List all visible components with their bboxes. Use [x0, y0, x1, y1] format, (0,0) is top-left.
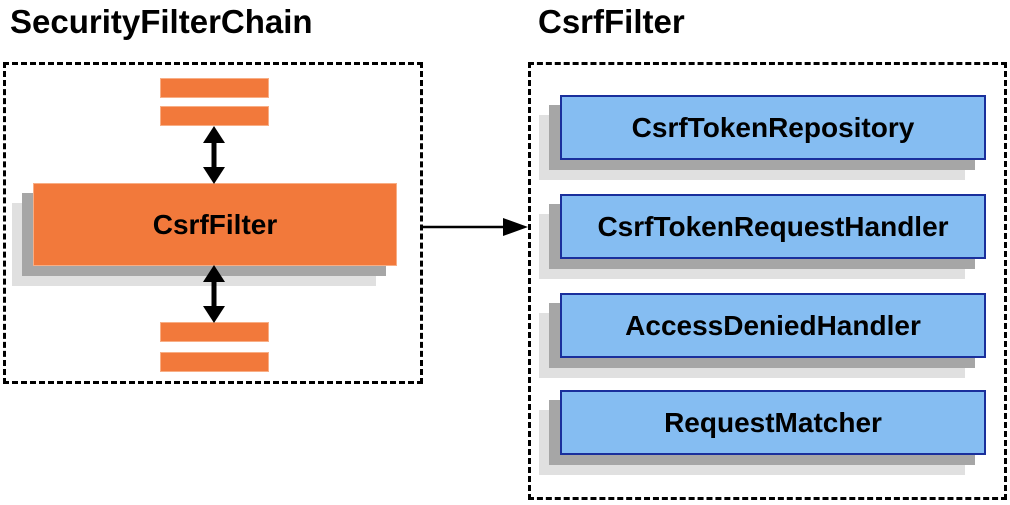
- component-node-label: AccessDeniedHandler: [625, 309, 921, 341]
- csrf-filter-node: CsrfFilter: [33, 183, 397, 266]
- filter-placeholder-bar-bottom-1: [160, 322, 269, 342]
- component-node-label: CsrfTokenRequestHandler: [597, 210, 949, 242]
- filter-placeholder-bar-top-2: [160, 106, 269, 126]
- security-filter-chain-panel: CsrfFilter: [3, 62, 423, 384]
- csrf-filter-title: CsrfFilter: [538, 3, 685, 40]
- security-filter-chain-title: SecurityFilterChain: [10, 3, 313, 40]
- component-node-access-denied-handler: AccessDeniedHandler: [560, 293, 986, 358]
- component-node-csrf-token-repository: CsrfTokenRepository: [560, 95, 986, 160]
- csrf-filter-panel: CsrfTokenRepository CsrfTokenRequestHand…: [528, 62, 1007, 500]
- filter-placeholder-bar-top-1: [160, 78, 269, 98]
- component-node-csrf-token-request-handler: CsrfTokenRequestHandler: [560, 194, 986, 259]
- component-node-label: CsrfTokenRepository: [631, 111, 915, 143]
- filter-placeholder-bar-bottom-2: [160, 352, 269, 372]
- flow-arrow-csrf-filter-to-panel: [423, 218, 528, 236]
- component-node-label: RequestMatcher: [664, 406, 882, 438]
- csrf-filter-node-label: CsrfFilter: [152, 208, 278, 240]
- component-node-request-matcher: RequestMatcher: [560, 390, 986, 455]
